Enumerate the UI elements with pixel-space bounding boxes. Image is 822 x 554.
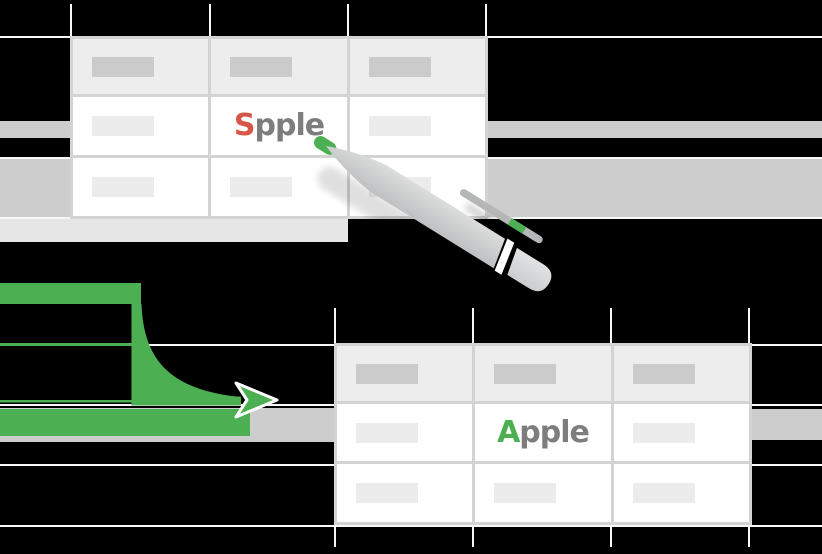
table-cell [349,158,485,216]
background-band [0,159,70,217]
placeholder-bar [494,363,557,384]
table-cell [613,346,749,401]
arrow-thin-line [0,400,241,403]
placeholder-bar [92,116,154,136]
placeholder-bar [368,116,431,136]
placeholder-bar [356,363,418,384]
placeholder-bar [356,483,418,503]
placeholder-bar [92,177,154,197]
placeholder-bar [494,483,557,503]
typo-word-rest: pple [254,108,326,143]
gridline-vertical [610,308,612,344]
result-table: Apple [334,343,752,525]
placeholder-bar [368,56,431,77]
corrected-cell: Apple [475,404,611,461]
typo-letter: S [233,108,256,143]
table-cell [337,464,473,522]
gridline-vertical [209,4,211,37]
table-cell [73,97,209,155]
placeholder-bar [632,483,695,503]
arrow-curve-ribbon [131,304,241,406]
placeholder-bar [230,177,293,197]
table-cell [613,464,749,522]
table-cell [475,464,611,522]
gridline-vertical [70,4,72,37]
gridline-vertical [610,526,612,547]
pen-highlight-slash [494,238,515,275]
table-cell [73,158,209,216]
placeholder-bar [356,422,418,443]
table-cell [337,404,473,461]
table-cell [349,39,485,94]
gridline-vertical [748,308,750,344]
arrow-top-ribbon [0,283,141,304]
background-band [0,408,335,442]
placeholder-bar [632,422,695,443]
placeholder-bar [230,56,293,77]
table-cell [211,39,347,94]
background-band [751,409,822,440]
gridline-vertical [334,308,336,344]
typo-word: Spple [233,108,326,143]
source-table: Spple [70,36,488,219]
pen-clip-green-band [507,218,527,234]
corrected-word: Apple [497,414,590,450]
placeholder-bar [92,56,154,77]
background-band [486,159,822,217]
table-cell [475,346,611,401]
table-cell [211,158,347,216]
gridline-vertical [472,308,474,344]
gridline-vertical [472,526,474,547]
typo-cell: Spple [211,97,347,155]
background-band [0,121,70,138]
background-band [0,219,348,242]
gridline-vertical [485,4,487,37]
table-cell [349,97,485,155]
corrected-word-rest: pple [519,414,590,450]
placeholder-bar [632,363,695,384]
gridline-vertical [748,526,750,547]
background-band [486,121,822,138]
gridline-vertical [347,4,349,37]
placeholder-bar [368,177,431,197]
corrected-letter: A [497,414,520,450]
table-cell [613,404,749,461]
gridline-vertical [334,526,336,547]
pen-cap [507,247,552,292]
table-cell [337,346,473,401]
table-cell [73,39,209,94]
gridline-horizontal [0,525,822,527]
